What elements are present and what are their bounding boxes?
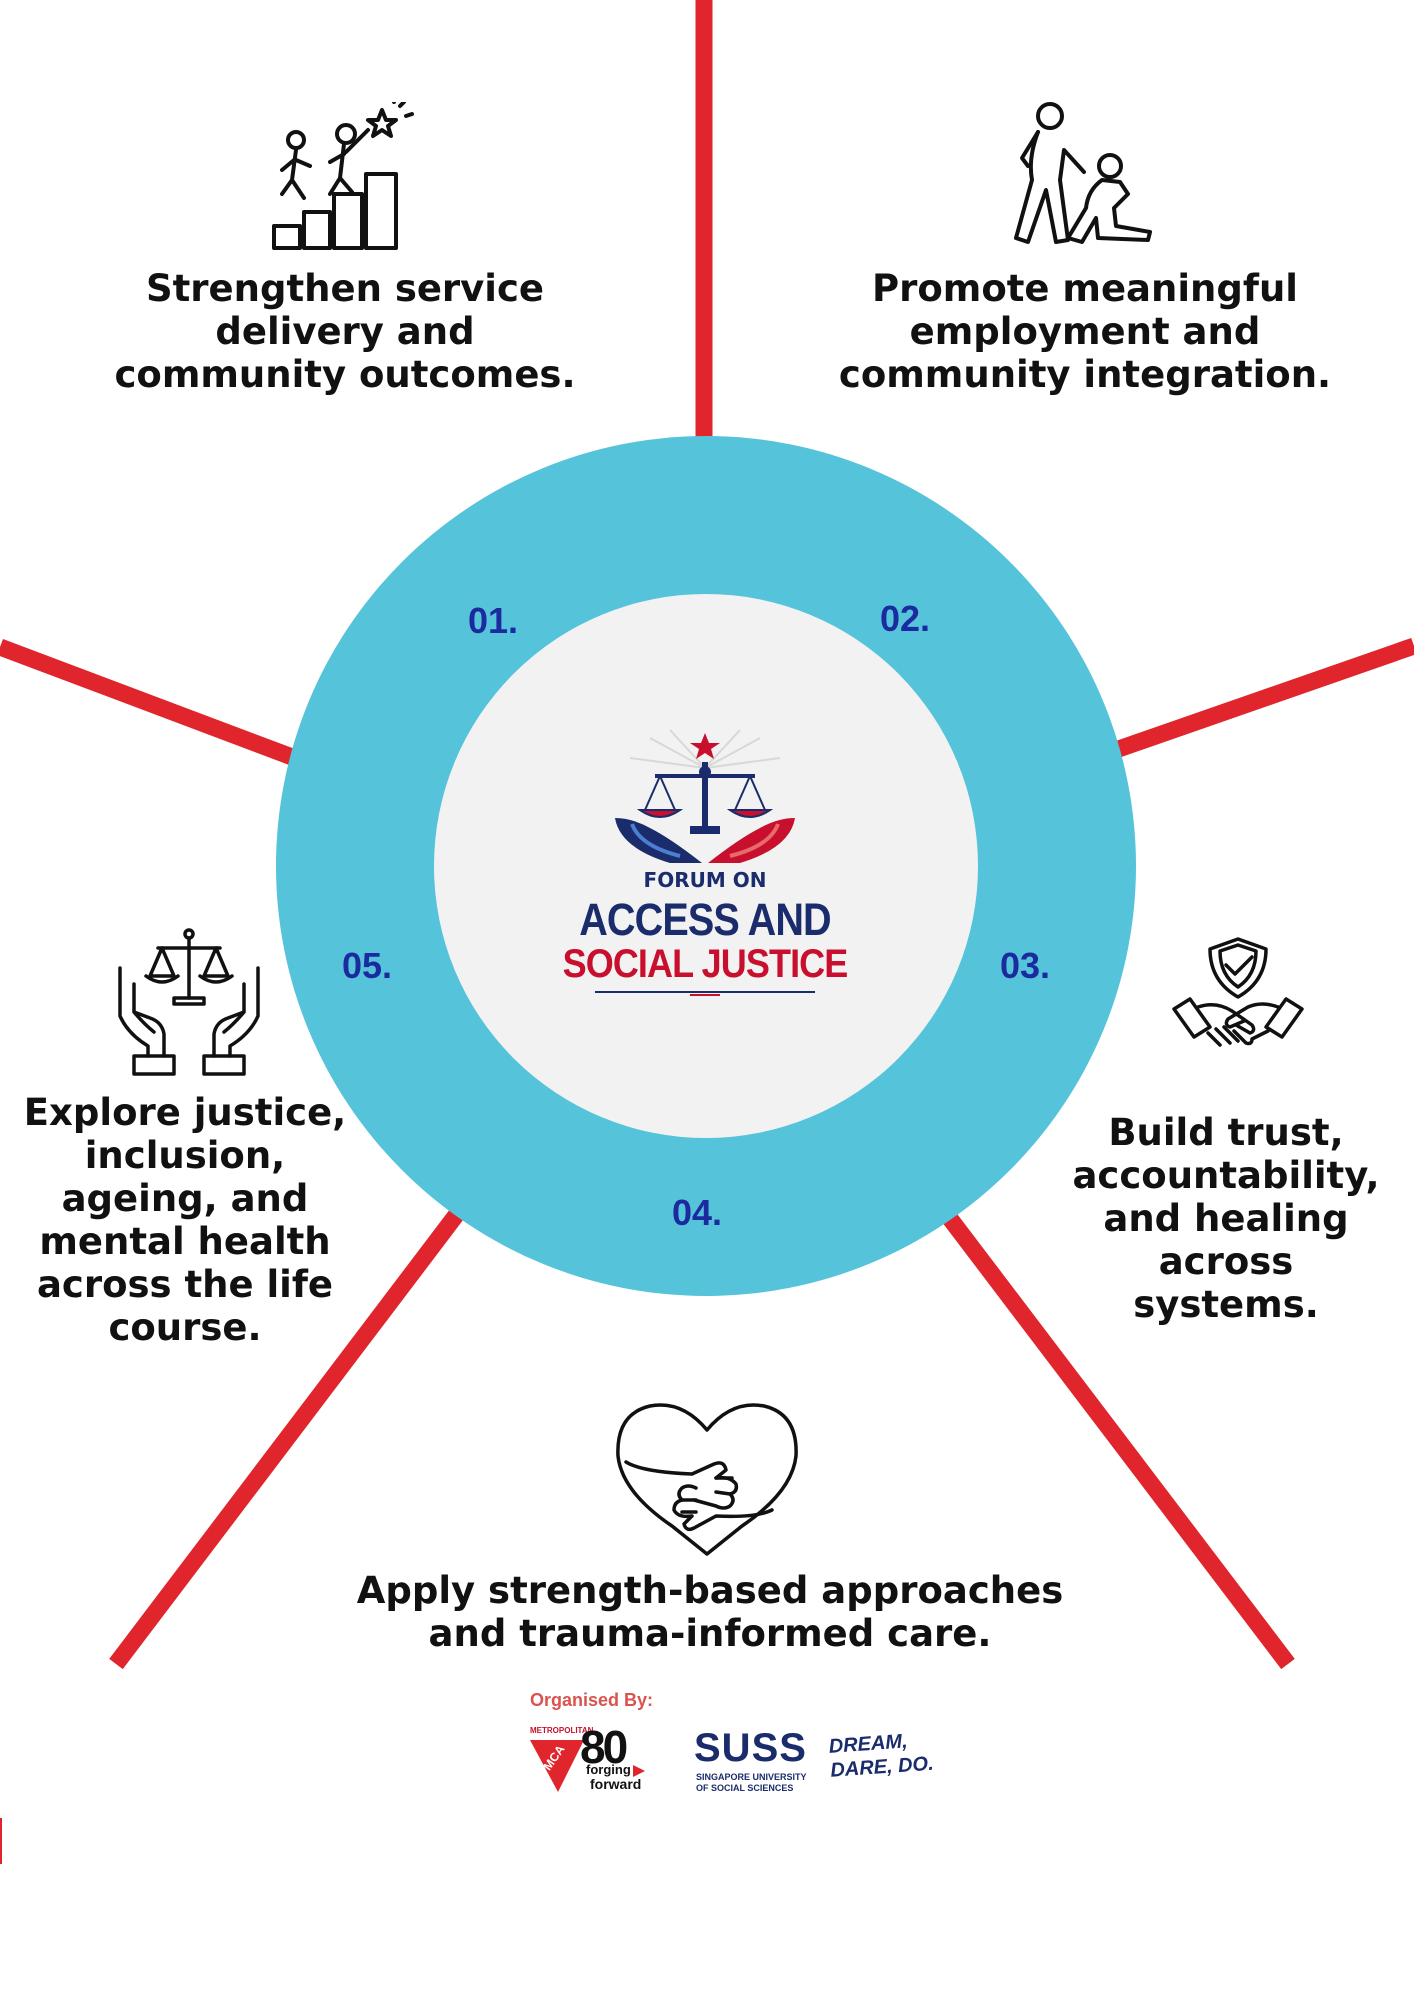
climbing-steps-icon <box>272 102 414 250</box>
spoke-left <box>0 639 303 768</box>
objective-2-text: Promote meaningful employment and commun… <box>820 267 1350 397</box>
heart-hug-icon <box>616 1403 798 1556</box>
objective-5-line-1: Explore justice, <box>23 1091 347 1134</box>
objective-3-text: Build trust, accountability, and healing… <box>1056 1111 1396 1327</box>
suss-name-line-1: SINGAPORE UNIVERSITY <box>696 1772 807 1782</box>
suss-mark: SUSS <box>694 1726 807 1770</box>
objective-2-line-3: community integration. <box>838 352 1332 396</box>
suss-logo: SUSS SINGAPORE UNIVERSITY OF SOCIAL SCIE… <box>694 1726 824 1796</box>
scales-of-justice-logo-icon <box>615 729 795 863</box>
objective-5-line-6: course. <box>108 1305 262 1349</box>
objective-1-line-1: Strengthen service <box>145 267 545 310</box>
objective-1-line-3: community outcomes. <box>114 352 576 396</box>
logo-underline <box>595 991 815 996</box>
spoke-bottom-right <box>938 1206 1295 1670</box>
objective-3-line-1: Build trust, <box>1108 1111 1344 1154</box>
objective-4-line-1: Apply strength-based approaches <box>356 1569 1064 1612</box>
organised-by-label: Organised By: <box>530 1690 654 1710</box>
objective-3-line-2: accountability, <box>1072 1153 1380 1197</box>
objective-3-line-3: and healing <box>1103 1196 1349 1240</box>
logo-line-2: ACCESS AND <box>579 894 831 945</box>
objective-5-line-5: across the life <box>36 1262 334 1306</box>
helping-person-icon <box>1014 102 1152 244</box>
spoke-bottom-left <box>109 1204 467 1670</box>
objective-5-line-3: ageing, and <box>61 1176 309 1220</box>
handshake-shield-icon <box>1172 937 1304 1047</box>
objective-2-line-2: employment and <box>909 309 1261 353</box>
number-01: 01. <box>468 600 519 641</box>
spokes <box>0 0 1414 1670</box>
objective-4-line-2: and trauma-informed care. <box>428 1611 992 1655</box>
number-02: 02. <box>880 598 931 639</box>
forum-logo: FORUM ON ACCESS AND SOCIAL JUSTICE <box>520 728 890 1008</box>
logo-line-1: FORUM ON <box>643 868 767 892</box>
forging-label: forging <box>586 1762 631 1777</box>
objective-3-line-5: systems. <box>1133 1282 1319 1326</box>
objective-5-line-4: mental health <box>39 1219 331 1263</box>
forward-label: forward <box>590 1776 642 1792</box>
objective-2-line-1: Promote meaningful <box>871 267 1298 310</box>
suss-name-line-2: OF SOCIAL SCIENCES <box>696 1783 794 1793</box>
number-03: 03. <box>1000 945 1051 986</box>
ymca-metropolitan-label: METROPOLITAN <box>530 1726 594 1735</box>
logo-line-3: SOCIAL JUSTICE <box>562 942 849 986</box>
objective-5-line-2: inclusion, <box>84 1133 286 1177</box>
ymca-80-logo: METROPOLITAN YMCA 80 forging forward <box>528 1721 678 1796</box>
objective-1-text: Strengthen service delivery and communit… <box>90 267 600 397</box>
motto-logo: DREAM, DARE, DO. <box>828 1728 942 1796</box>
ymca-triangle-icon <box>530 1740 584 1792</box>
objective-4-text: Apply strength-based approaches and trau… <box>330 1569 1090 1656</box>
play-arrow-icon <box>633 1765 645 1777</box>
number-05: 05. <box>342 945 393 986</box>
objective-5-text: Explore justice, inclusion, ageing, and … <box>10 1091 360 1349</box>
anniversary-number: 80 <box>580 1721 628 1773</box>
objective-1-line-2: delivery and <box>215 309 475 353</box>
objective-3-line-4: across <box>1158 1239 1294 1283</box>
number-04: 04. <box>672 1192 723 1233</box>
justice-scales-hands-icon <box>118 928 260 1076</box>
inner-circle <box>434 594 978 1138</box>
spoke-right <box>1107 637 1414 761</box>
